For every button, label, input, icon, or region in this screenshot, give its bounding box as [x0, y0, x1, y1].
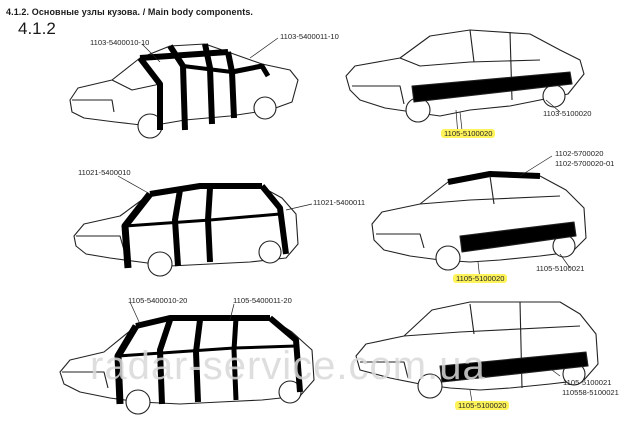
section-number: 4.1.2 [18, 19, 56, 38]
part-label: 1103-5400011-10 [280, 32, 339, 41]
part-label: 1105-5100021 [536, 264, 585, 273]
wagon-sill-drawing [355, 301, 599, 403]
part-label: 11021-5400011 [313, 198, 366, 207]
part-label: 1105-5400010-20 [128, 296, 188, 305]
hatchback-sill-roof-drawing [371, 171, 587, 281]
wagon-side-frame-drawing [59, 315, 315, 415]
hatchback-side-frame-drawing [73, 183, 299, 277]
part-label-highlighted: 1105-5100020 [455, 401, 510, 410]
part-label: 1102-5700020-01 [555, 159, 615, 168]
watermark: radar-service.com.ua [90, 344, 486, 388]
part-label: 1103-5100020 [543, 109, 592, 118]
sedan-sill-drawing [345, 29, 585, 131]
part-label: 1105-5400011-20 [233, 296, 292, 305]
part-label: 110558-5100021 [562, 388, 619, 397]
part-label: 1105-5100021 [563, 378, 612, 387]
part-label: 1103-5400010-10 [90, 38, 150, 47]
part-label-highlighted: 1105-5100020 [441, 129, 496, 138]
document-title: 4.1.2. Основные узлы кузова. / Main body… [6, 7, 254, 17]
leader-lines [117, 37, 571, 377]
part-label-highlighted: 1105-5100020 [453, 274, 508, 283]
part-label: 1102-5700020 [555, 149, 604, 158]
sedan-side-frame-drawing [69, 43, 299, 139]
part-label: 11021-5400010 [78, 168, 131, 177]
